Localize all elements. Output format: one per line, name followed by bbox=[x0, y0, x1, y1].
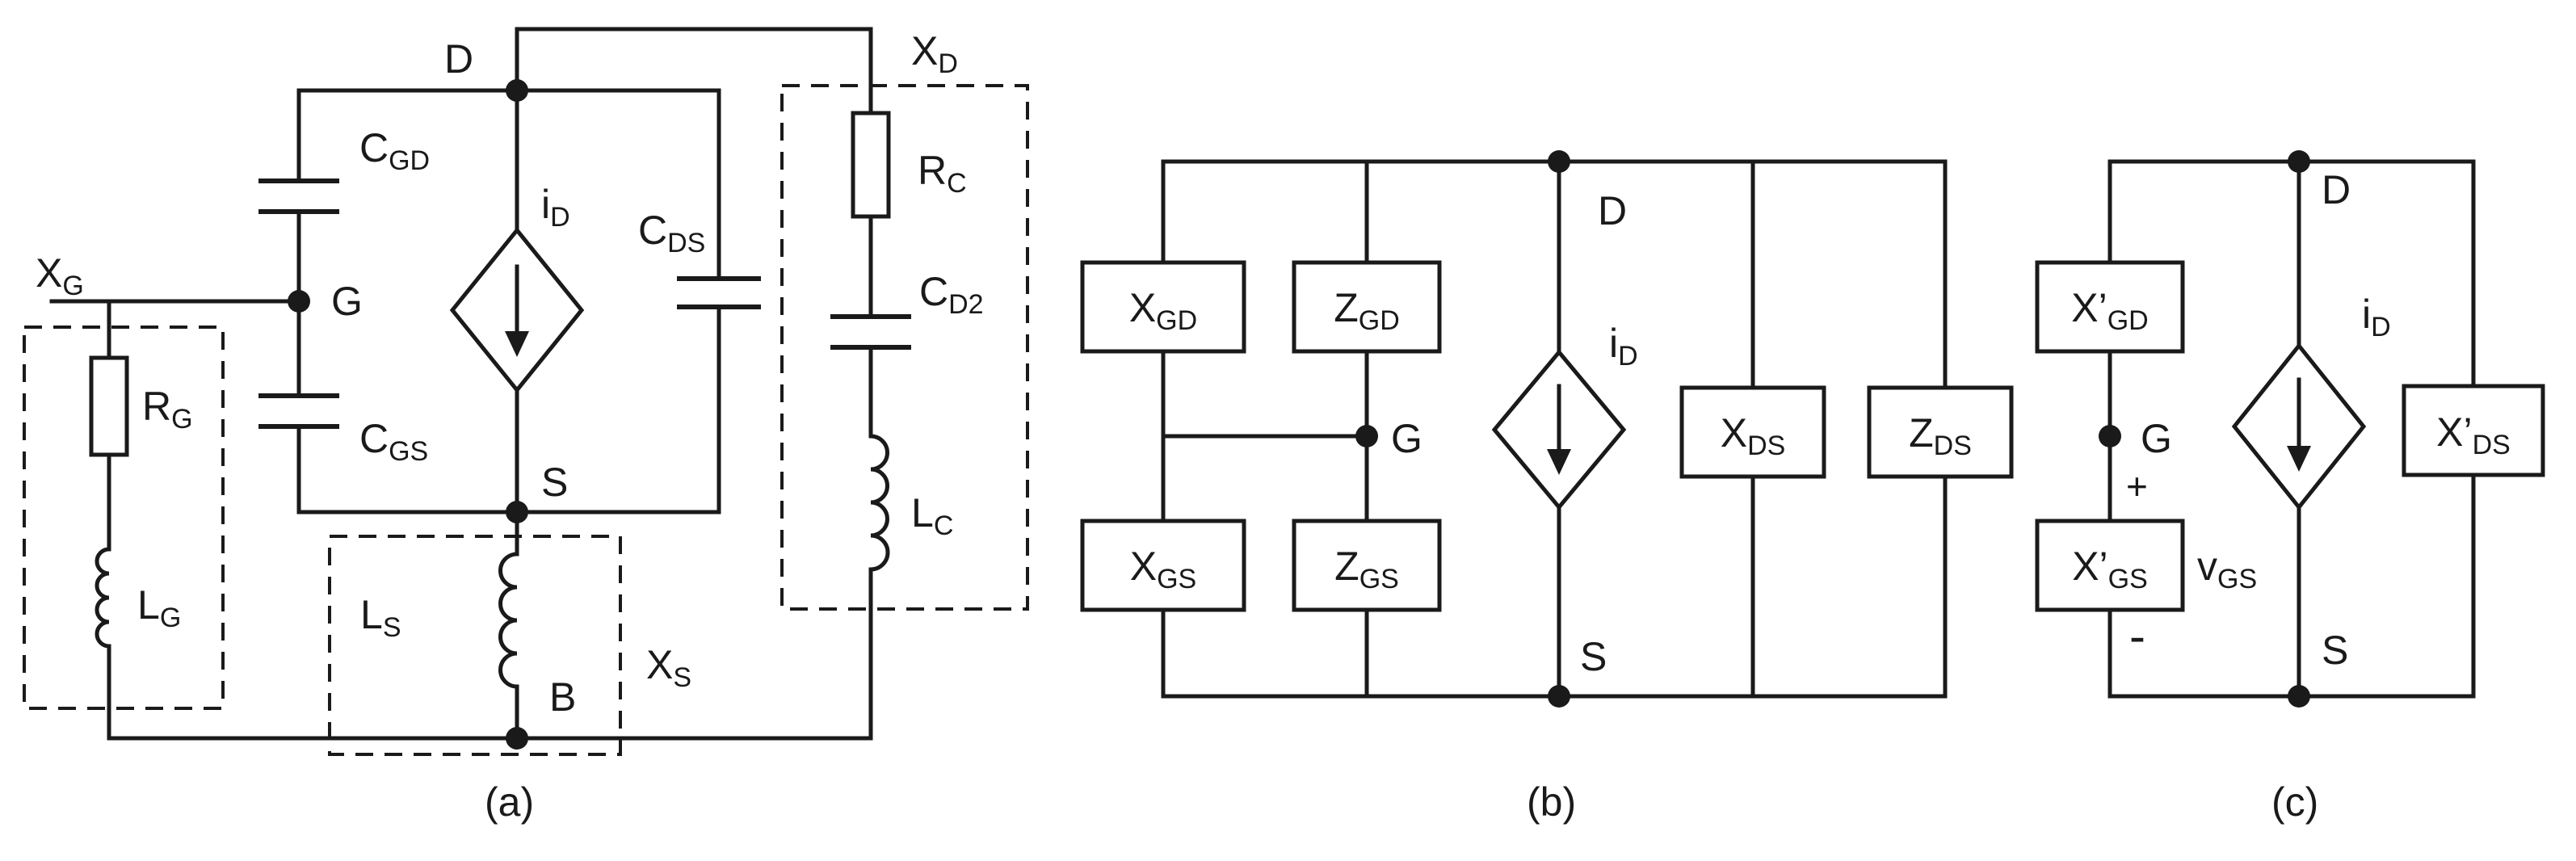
capacitor-cds bbox=[677, 276, 761, 309]
arrow-down-icon bbox=[2287, 377, 2311, 472]
label-zgd-b: ZGD bbox=[1334, 285, 1400, 336]
label-ls: LS bbox=[360, 592, 401, 643]
label-zgs-b: ZGS bbox=[1334, 544, 1399, 594]
resistor-rg bbox=[89, 355, 129, 457]
box-zgs bbox=[1292, 519, 1442, 612]
node-d-label: D bbox=[444, 36, 473, 82]
capacitor-cd2 bbox=[830, 314, 911, 350]
junction-s bbox=[506, 501, 528, 523]
junction-c-g bbox=[2099, 425, 2121, 447]
label-rg: RG bbox=[142, 384, 193, 435]
label-xpgd-c: X’GD bbox=[2071, 285, 2148, 336]
label-xgs-b: XGS bbox=[1130, 544, 1196, 594]
junction-b bbox=[506, 727, 528, 750]
polarity-minus: - bbox=[2129, 609, 2145, 663]
junction-g bbox=[288, 290, 310, 313]
junction-b-g bbox=[1355, 425, 1378, 447]
inductor-lc bbox=[868, 434, 890, 572]
box-xpgs bbox=[2035, 519, 2185, 612]
label-lg: LG bbox=[137, 582, 181, 633]
junction-b-d bbox=[1548, 150, 1570, 173]
label-xgd-b: XGD bbox=[1129, 285, 1197, 336]
node-s-label-c: S bbox=[2322, 628, 2348, 673]
node-b-label: B bbox=[549, 674, 576, 720]
box-xds bbox=[1679, 385, 1826, 479]
wire-rg-lg bbox=[107, 452, 873, 741]
capacitor-cgs bbox=[258, 393, 339, 429]
caption-b: (b) bbox=[1527, 779, 1576, 825]
box-xpgd bbox=[2035, 260, 2185, 354]
box-xpds bbox=[2402, 384, 2545, 477]
wire-d-top bbox=[515, 27, 873, 116]
label-cgs: CGS bbox=[359, 416, 428, 467]
label-cgd: CGD bbox=[359, 125, 430, 176]
caption-c: (c) bbox=[2271, 779, 2318, 825]
dashed-box-xs bbox=[328, 535, 622, 756]
box-xgs bbox=[1080, 519, 1246, 612]
node-s-label-b: S bbox=[1580, 634, 1607, 679]
capacitor-cgd bbox=[258, 178, 339, 214]
node-g-label-c: G bbox=[2141, 416, 2172, 461]
label-cds: CDS bbox=[638, 208, 705, 258]
label-cd2: CD2 bbox=[919, 269, 984, 320]
node-s-label: S bbox=[541, 460, 568, 505]
node-d-label-c: D bbox=[2322, 167, 2351, 212]
label-xpgs-c: X’GS bbox=[2072, 544, 2148, 594]
label-lc: LC bbox=[911, 490, 953, 541]
wire-c-outer bbox=[2107, 159, 2476, 699]
node-d-label-b: D bbox=[1598, 188, 1627, 233]
label-id-b: iD bbox=[1609, 321, 1638, 372]
label-xpds-c: X’DS bbox=[2436, 410, 2511, 460]
panel-b: D G S XGD ZGD XGS ZGS XDS ZDS iD (b) bbox=[1080, 150, 2014, 825]
label-vgs-c: vGS bbox=[2197, 544, 2257, 594]
arrow-down-icon bbox=[1547, 384, 1571, 475]
label-xd: XD bbox=[911, 28, 958, 79]
box-zgd bbox=[1292, 260, 1442, 354]
node-g-label: G bbox=[331, 279, 363, 324]
label-xs: XS bbox=[646, 642, 691, 693]
junction-c-s bbox=[2288, 685, 2310, 708]
box-zds bbox=[1867, 385, 2014, 479]
node-g-label-b: G bbox=[1391, 416, 1422, 461]
inductor-ls bbox=[498, 552, 519, 689]
dashed-box-xd bbox=[780, 84, 1029, 611]
junction-c-d bbox=[2288, 150, 2310, 173]
caption-a: (a) bbox=[485, 779, 534, 825]
dashed-box-xg bbox=[23, 326, 225, 710]
label-xg: XG bbox=[36, 250, 84, 301]
wire-xg bbox=[49, 299, 301, 360]
inductor-lg bbox=[95, 547, 111, 649]
label-rc: RC bbox=[918, 148, 967, 199]
label-zds-b: ZDS bbox=[1909, 410, 1972, 461]
junction-d bbox=[506, 79, 528, 102]
polarity-plus: + bbox=[2126, 465, 2148, 507]
junction-b-s bbox=[1548, 685, 1570, 708]
box-xgd bbox=[1080, 260, 1246, 354]
panel-c: D G S X’GD X’GS X’DS iD vGS + - (c) bbox=[2035, 150, 2545, 825]
resistor-rc bbox=[851, 111, 891, 219]
label-id: iD bbox=[541, 182, 570, 233]
label-id-c: iD bbox=[2362, 292, 2391, 342]
panel-a: D G S B XD XG XS CGD CGS CDS CD2 iD RG R… bbox=[23, 27, 1029, 825]
arrow-down-icon bbox=[505, 264, 529, 357]
label-xds-b: XDS bbox=[1721, 410, 1786, 461]
